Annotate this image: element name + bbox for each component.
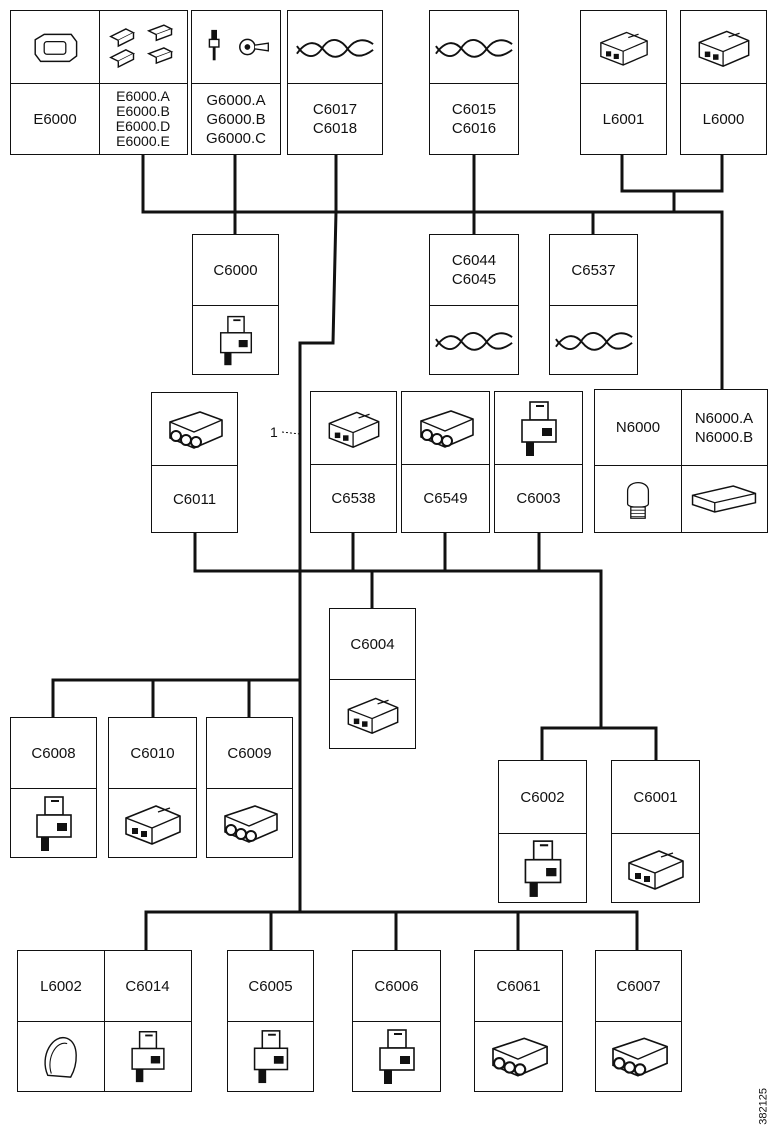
wiring-diagram	[51, 153, 724, 952]
connector-label: C6537	[571, 261, 616, 279]
connector-label: N6000.A N6000.B	[694, 409, 754, 446]
connector-box-c6044[interactable]: C6044 C6045	[429, 234, 519, 375]
connector-label: C6015 C6016	[451, 101, 497, 137]
wire	[144, 910, 639, 952]
connector-label: G6000.A G6000.B G6000.C	[205, 91, 267, 147]
connector-icon	[499, 833, 586, 903]
connector-label: C6011	[172, 490, 217, 508]
connector-box-c6010[interactable]: C6010	[108, 717, 197, 858]
connector-icon	[193, 305, 278, 375]
lamp-icon	[18, 1021, 104, 1091]
connector-icon	[228, 1021, 313, 1091]
connector-icon	[11, 11, 99, 83]
bulb-icon	[595, 465, 681, 533]
connector-box-c6001[interactable]: C6001	[611, 760, 700, 903]
connector-icon	[475, 1021, 562, 1091]
connector-box-c6538[interactable]: C6538	[310, 391, 397, 533]
connector-label: L6000	[702, 110, 745, 128]
connector-box-g6000[interactable]: G6000.A G6000.B G6000.C	[191, 10, 281, 155]
wire	[51, 678, 302, 719]
twisted-pair-icon	[430, 305, 518, 375]
fuse-icon	[99, 11, 187, 83]
connector-box-c6008[interactable]: C6008	[10, 717, 97, 858]
connector-label: C6007	[616, 977, 661, 995]
connector-box-l6001[interactable]: L6001	[580, 10, 667, 155]
twisted-pair-icon	[550, 305, 637, 375]
connector-icon	[152, 393, 237, 465]
connector-box-c6007[interactable]: C6007	[595, 950, 682, 1092]
connector-box-c6061[interactable]: C6061	[474, 950, 563, 1092]
connector-label: C6044 C6045	[451, 252, 497, 288]
connector-box-c6015[interactable]: C6015 C6016	[429, 10, 519, 155]
wire	[298, 210, 338, 914]
connector-box-c6003[interactable]: C6003	[494, 391, 583, 533]
connector-label: C6009	[227, 744, 272, 762]
connector-icon	[402, 392, 489, 464]
connector-box-c6009[interactable]: C6009	[206, 717, 293, 858]
connector-box-c6005[interactable]: C6005	[227, 950, 314, 1092]
connector-label: C6061	[496, 977, 541, 995]
connector-label: C6002	[520, 788, 565, 806]
connector-box-e6000[interactable]: E6000 E6000.A E6000.B E6000.D E6000.E	[10, 10, 188, 155]
connector-box-l6002[interactable]: L6002 C6014	[17, 950, 192, 1092]
connector-label: C6010	[130, 744, 175, 762]
connector-label: L6001	[602, 110, 645, 128]
connector-icon	[109, 788, 196, 858]
wire	[620, 153, 724, 193]
connector-label: E6000	[33, 110, 77, 128]
connector-label: C6549	[423, 490, 468, 507]
connector-label: N6000	[615, 419, 661, 436]
connector-icon	[596, 1021, 681, 1091]
callout-leader	[281, 431, 301, 435]
callout-number: 1	[270, 424, 278, 440]
connector-label: L6002	[40, 977, 82, 995]
connector-box-c6006[interactable]: C6006	[352, 950, 441, 1092]
connector-box-l6000[interactable]: L6000	[680, 10, 767, 155]
connector-box-c6000[interactable]: C6000	[192, 234, 279, 375]
connector-label: C6005	[248, 977, 293, 995]
connector-box-c6011[interactable]: C6011	[151, 392, 238, 533]
connector-icon	[681, 11, 766, 83]
connector-icon	[207, 788, 292, 858]
wire	[141, 153, 724, 214]
connector-icon	[495, 392, 582, 464]
connector-label: C6017 C6018	[312, 101, 358, 137]
lamp-holder-icon	[581, 11, 666, 83]
connector-label: C6003	[516, 490, 561, 507]
connector-label: C6006	[374, 977, 419, 995]
connector-icon	[612, 833, 699, 903]
connector-box-n6000[interactable]: N6000 N6000.A N6000.B	[594, 389, 768, 533]
document-id: 382125	[758, 1088, 770, 1125]
connector-icon	[330, 679, 415, 749]
connector-label: C6004	[350, 635, 395, 653]
connector-label: E6000.A E6000.B E6000.D E6000.E	[115, 88, 171, 149]
connector-box-c6537[interactable]: C6537	[549, 234, 638, 375]
connector-label: C6000	[213, 261, 258, 279]
connector-label: C6008	[31, 744, 76, 762]
connector-icon	[11, 788, 96, 858]
connector-icon	[353, 1021, 440, 1091]
connector-icon	[104, 1021, 191, 1091]
wire	[540, 726, 658, 762]
connector-label: C6538	[331, 490, 376, 507]
twisted-pair-icon	[430, 11, 518, 83]
ground-terminal-icon	[192, 11, 280, 83]
connector-box-c6017[interactable]: C6017 C6018	[287, 10, 383, 155]
connector-box-c6549[interactable]: C6549	[401, 391, 490, 533]
twisted-pair-icon	[288, 11, 382, 83]
connector-icon	[311, 392, 396, 464]
connector-label: C6014	[125, 977, 170, 995]
connector-box-c6002[interactable]: C6002	[498, 760, 587, 903]
connector-box-c6004[interactable]: C6004	[329, 608, 416, 749]
connector-label: C6001	[633, 788, 678, 806]
lamp-icon	[681, 465, 767, 533]
